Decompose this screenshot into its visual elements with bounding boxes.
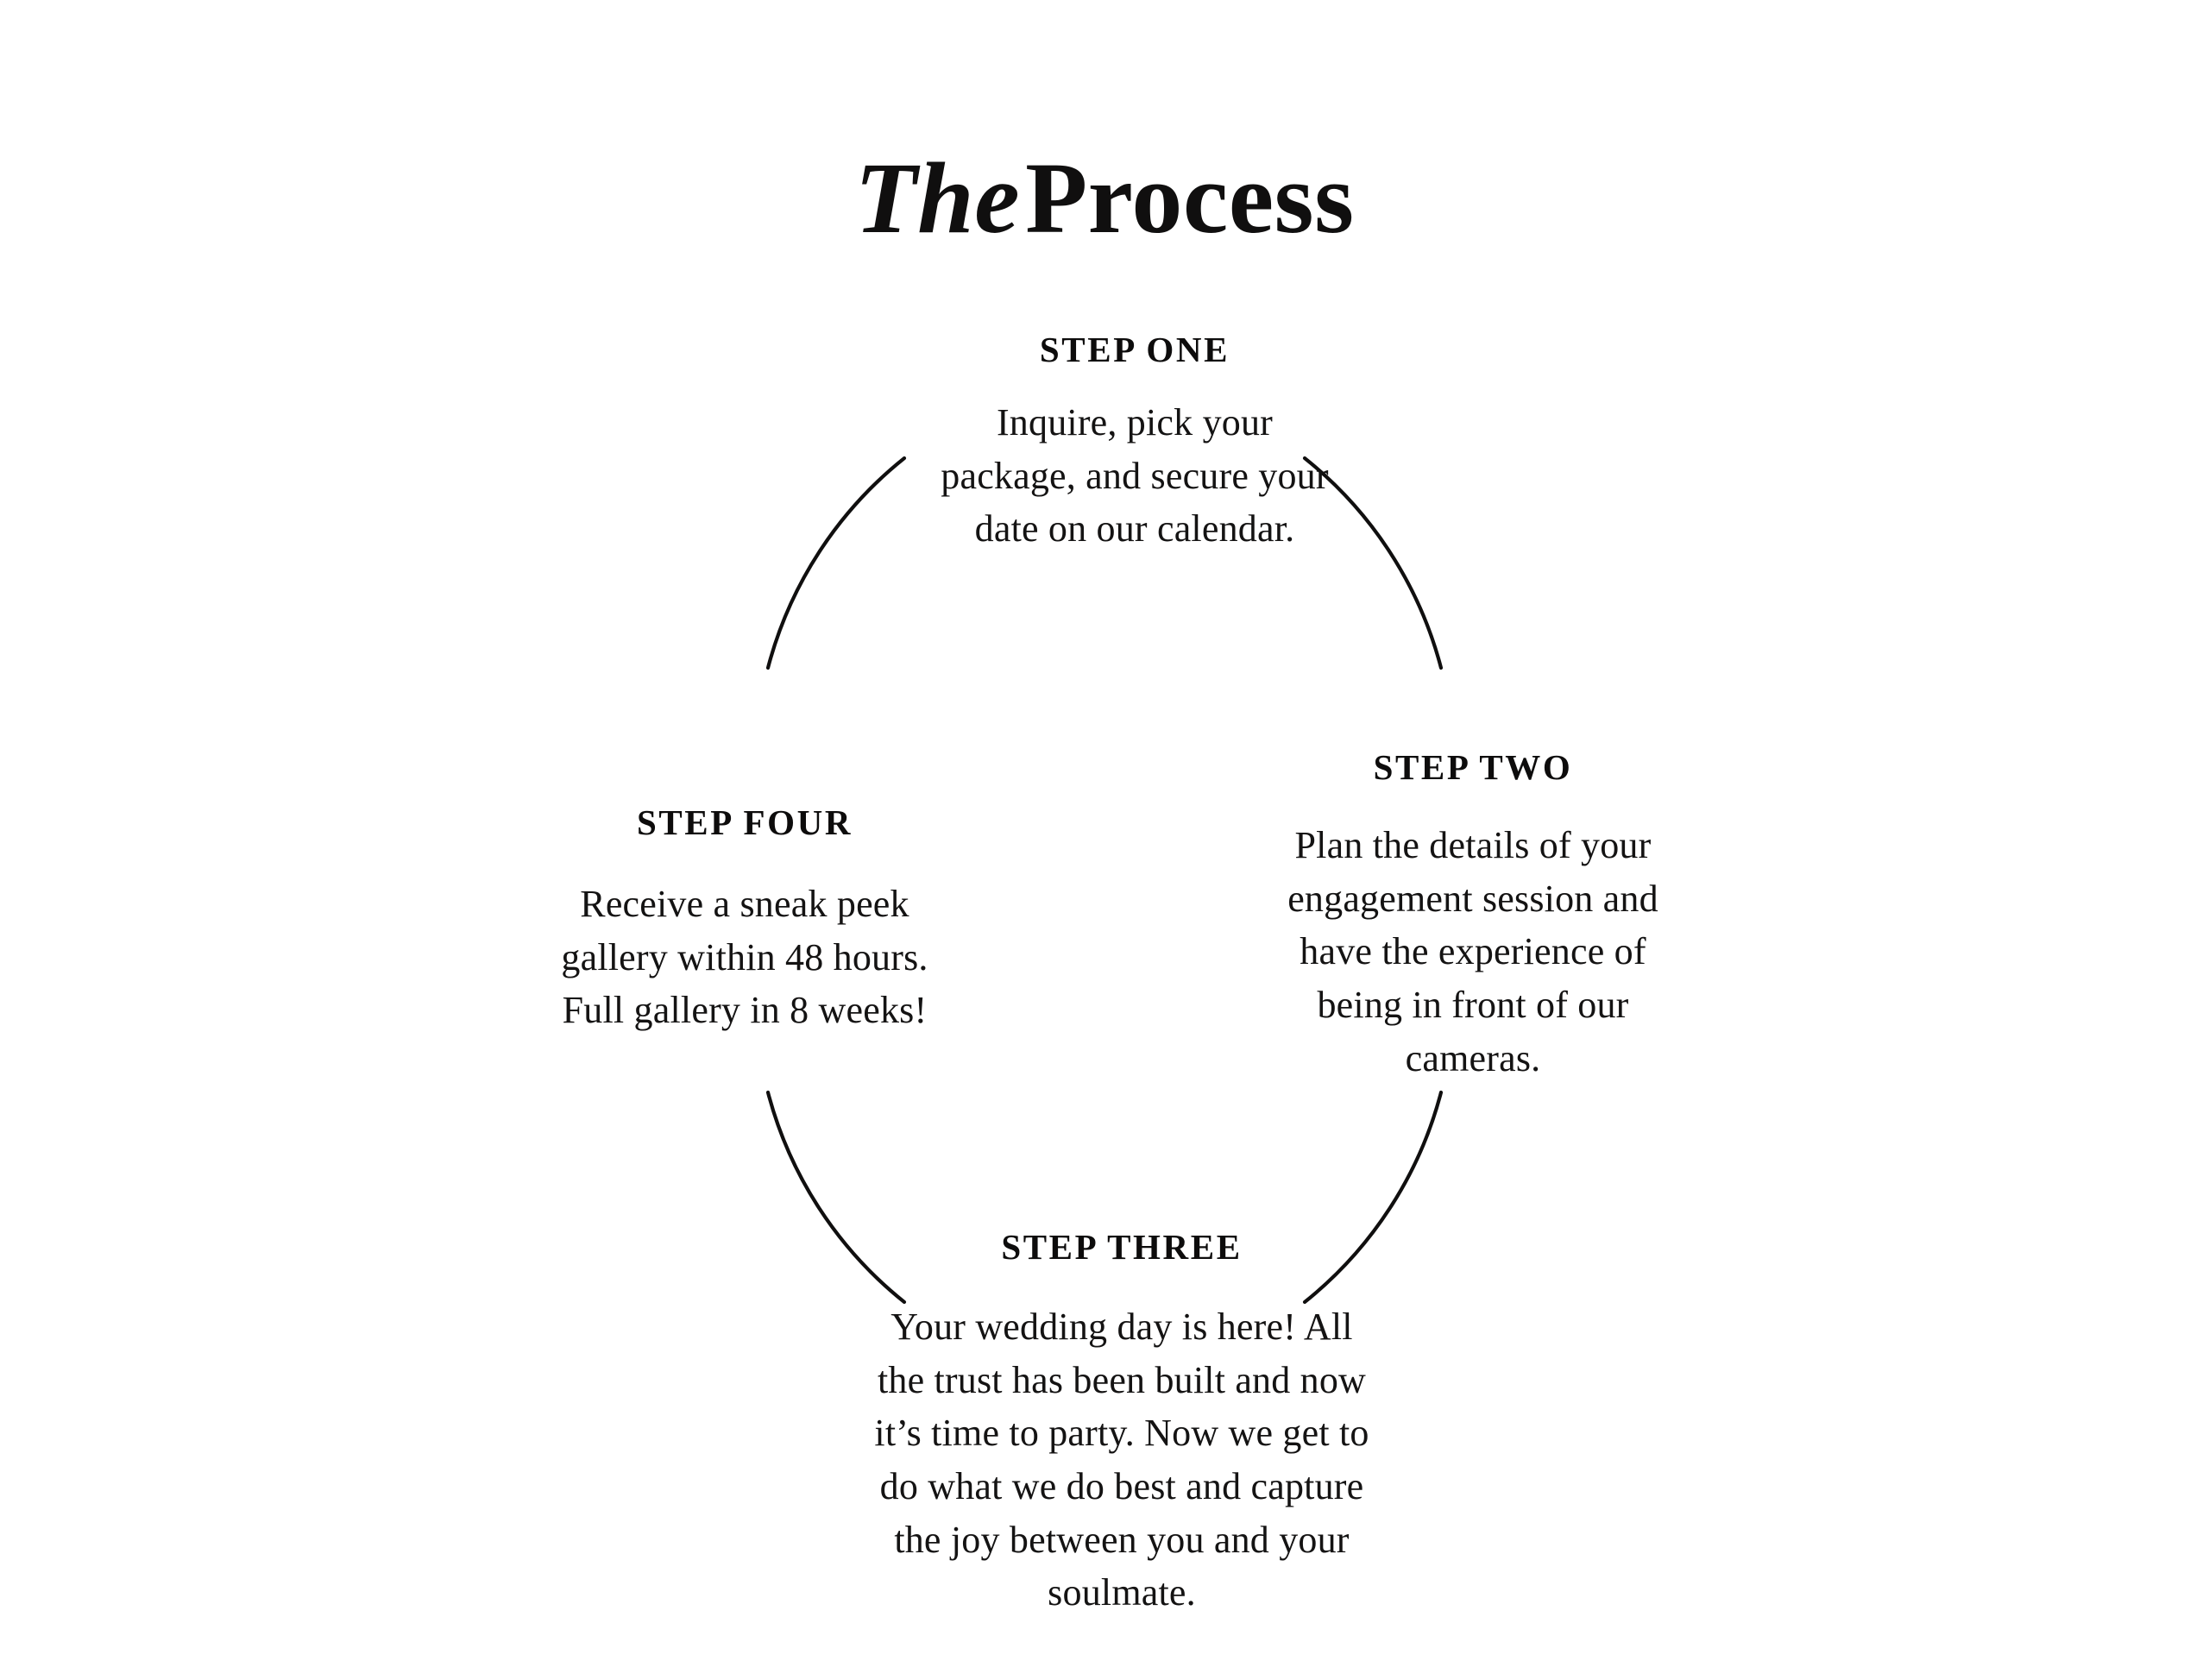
arc-top-right-icon <box>1302 456 1444 670</box>
step-three-label: STEP THREE <box>1001 1227 1243 1267</box>
step-one-label: STEP ONE <box>1039 330 1230 369</box>
step-four-label: STEP FOUR <box>636 802 853 842</box>
arc-bottom-right-icon <box>1302 1090 1444 1305</box>
step-three: STEP THREE Your wedding day is here! All… <box>850 1227 1394 1620</box>
arc-bottom-left-icon <box>765 1090 907 1305</box>
step-one-body: Inquire, pick your package, and secure y… <box>941 401 1329 551</box>
step-four: STEP FOUR Receive a sneak peek gallery w… <box>525 802 965 1037</box>
page-title-rest: Process <box>1025 142 1355 255</box>
step-two-label: STEP TWO <box>1373 747 1573 787</box>
step-two-body: Plan the details of your engagement sess… <box>1287 824 1658 1079</box>
arc-top-left-icon <box>765 456 907 670</box>
step-four-body: Receive a sneak peek gallery within 48 h… <box>561 883 928 1032</box>
step-one: STEP ONE Inquire, pick your package, and… <box>897 330 1372 556</box>
page-title: TheProcess <box>0 148 2209 249</box>
step-three-body: Your wedding day is here! All the trust … <box>874 1306 1369 1614</box>
step-two: STEP TWO Plan the details of your engage… <box>1270 747 1676 1085</box>
page-title-emphasis: The <box>854 142 1021 255</box>
